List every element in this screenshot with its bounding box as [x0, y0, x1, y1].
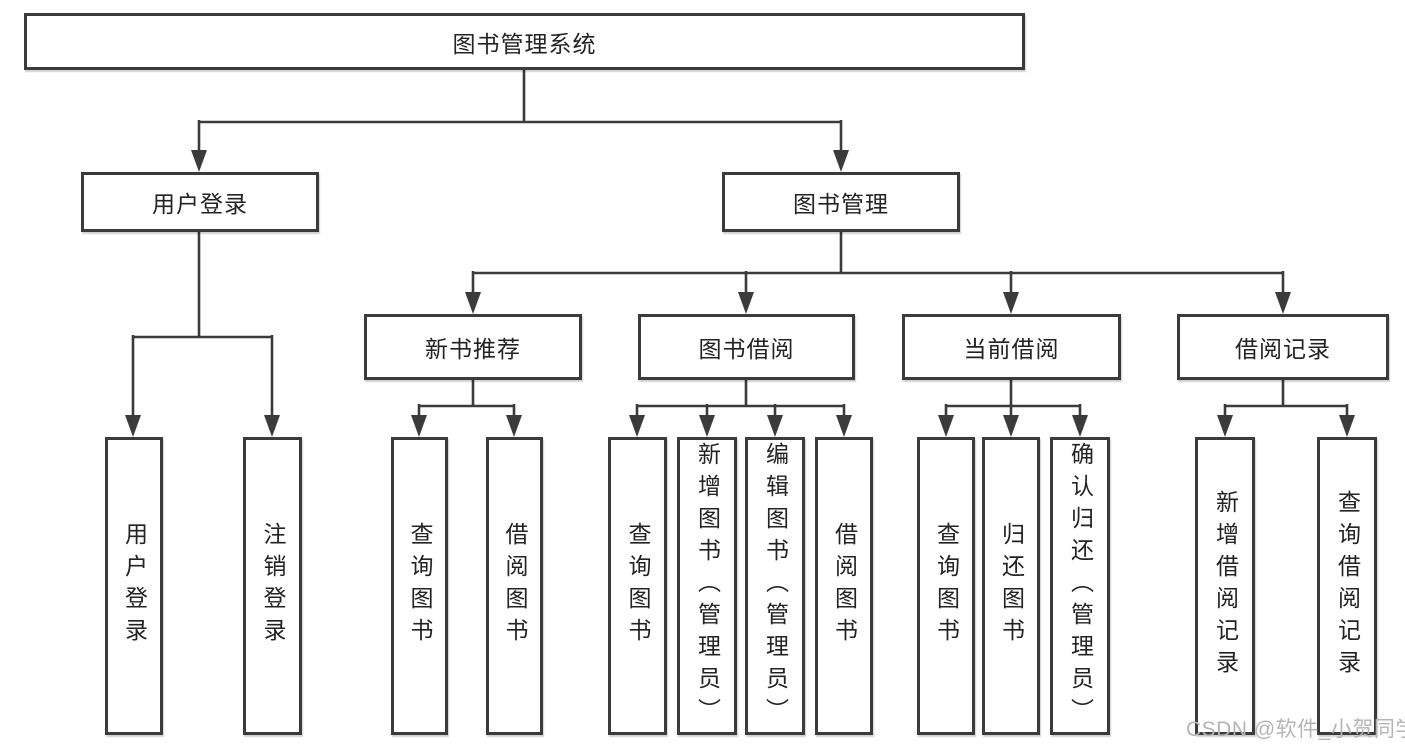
node-book-management-module: 图书管理 [722, 172, 960, 232]
leaf-label: 编辑图书（管理员） [762, 442, 789, 730]
node-new-book-recommend: 新书推荐 [364, 314, 582, 380]
leaf-label: 确认归还（管理员） [1067, 442, 1094, 730]
leaf-label: 用户登录 [121, 522, 148, 650]
leaf-edit-books-admin: 编辑图书（管理员） [745, 437, 805, 735]
arrowheads [125, 150, 1355, 437]
node-root-system: 图书管理系统 [24, 13, 1025, 70]
node-borrow-records: 借阅记录 [1177, 314, 1389, 380]
leaf-label: 查询图书 [933, 522, 960, 650]
leaf-user-login: 用户登录 [105, 437, 163, 735]
leaf-label: 注销登录 [260, 522, 286, 650]
leaf-label: 查询借阅记录 [1334, 490, 1361, 682]
leaf-query-books-3: 查询图书 [917, 437, 975, 735]
leaf-query-borrow-record: 查询借阅记录 [1317, 437, 1377, 735]
leaf-confirm-return-admin: 确认归还（管理员） [1050, 437, 1110, 735]
node-label: 新书推荐 [425, 336, 521, 362]
leaf-query-books-1: 查询图书 [391, 437, 448, 735]
node-label: 图书借阅 [698, 336, 795, 362]
node-user-login-module: 用户登录 [81, 172, 319, 232]
leaf-add-borrow-record: 新增借阅记录 [1195, 437, 1255, 735]
leaf-borrow-books-1: 借阅图书 [486, 437, 543, 735]
node-label: 当前借阅 [963, 336, 1060, 362]
node-label: 用户登录 [152, 191, 248, 217]
leaf-label: 新增借阅记录 [1212, 490, 1239, 682]
node-root-label: 图书管理系统 [452, 30, 597, 57]
node-book-borrow: 图书借阅 [638, 314, 855, 380]
leaf-logout: 注销登录 [243, 437, 302, 735]
node-current-borrow: 当前借阅 [902, 314, 1121, 380]
leaf-label: 借阅图书 [831, 522, 858, 650]
leaf-query-books-2: 查询图书 [608, 437, 667, 735]
leaf-label: 借阅图书 [502, 522, 528, 650]
leaf-return-books: 归还图书 [982, 437, 1040, 735]
leaf-label: 新增图书（管理员） [694, 442, 721, 730]
csdn-watermark: CSDN @软件_小贺同学 [1186, 718, 1405, 741]
node-label: 借阅记录 [1235, 336, 1331, 362]
leaf-add-books-admin: 新增图书（管理员） [677, 437, 737, 735]
connector-lines [131, 70, 1349, 417]
leaf-label: 查询图书 [407, 522, 433, 650]
node-label: 图书管理 [793, 191, 889, 217]
leaf-borrow-books-2: 借阅图书 [815, 437, 873, 735]
leaf-label: 查询图书 [625, 522, 651, 650]
leaf-label: 归还图书 [998, 522, 1025, 650]
